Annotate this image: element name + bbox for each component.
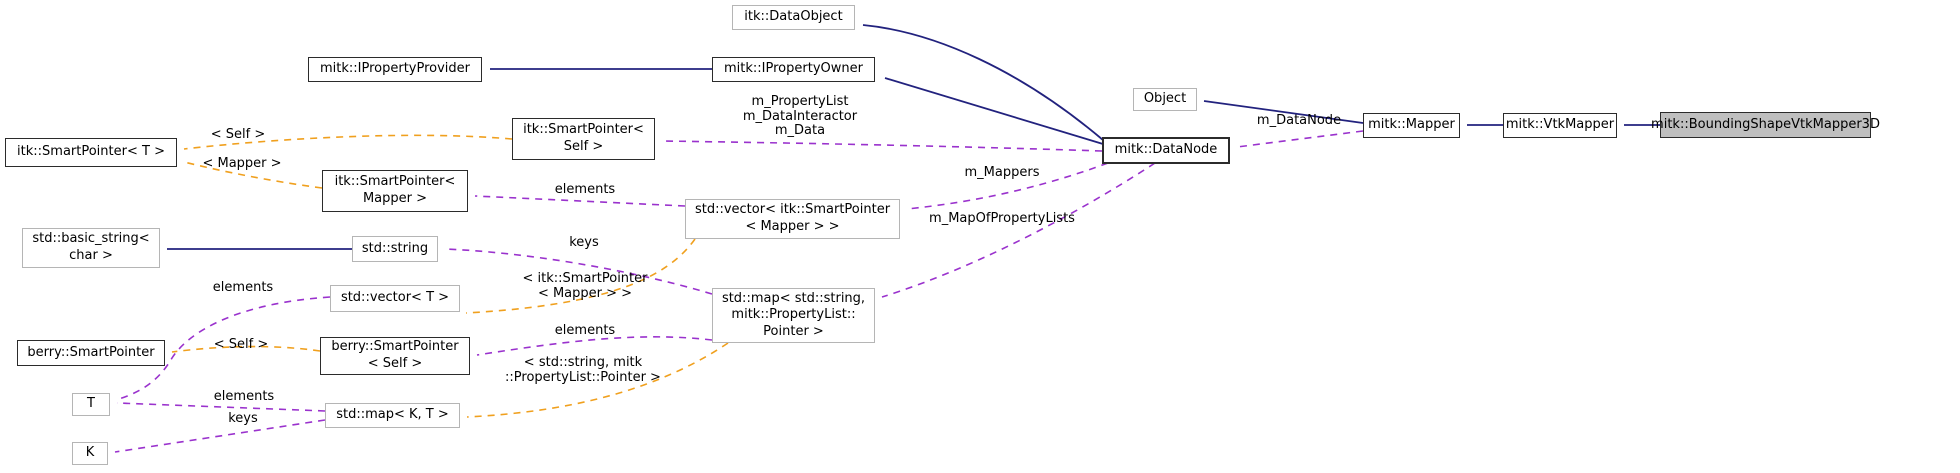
- edge-sp-self-instantiates-sp-t: [183, 134, 513, 150]
- class-node-smartpointer-mapper[interactable]: itk::SmartPointer< Mapper >: [322, 170, 468, 212]
- class-node-k[interactable]: K: [72, 442, 108, 465]
- edge-datanode-inherits-dataobject: [862, 24, 1104, 141]
- class-node-smartpointer-self[interactable]: itk::SmartPointer< Self >: [512, 118, 655, 160]
- edge-label-mapper-itk: < Mapper >: [202, 156, 282, 171]
- edge-label-m-mapofpropertylists: m_MapOfPropertyLists: [929, 211, 1075, 226]
- edge-map-instantiates-map-kt: [466, 342, 729, 418]
- edge-berry-sp-self-instantiates-berry-sp: [171, 345, 321, 353]
- edge-label-keys-map-string: keys: [569, 235, 599, 250]
- edge-mapper-inherits-object: [1203, 100, 1364, 124]
- edge-datanode-member-sp-self: [661, 140, 1103, 152]
- class-node-map-k-t[interactable]: std::map< K, T >: [325, 403, 460, 428]
- edge-map-elements-berry-sp-self: [476, 336, 713, 356]
- class-node-object[interactable]: Object: [1133, 88, 1197, 111]
- class-node-ipropertyowner[interactable]: mitk::IPropertyOwner: [712, 57, 875, 82]
- class-node-smartpointer-t[interactable]: itk::SmartPointer< T >: [5, 138, 177, 167]
- class-node-basic-string[interactable]: std::basic_string< char >: [22, 228, 160, 268]
- edge-label-self-berry: < Self >: [213, 337, 269, 352]
- class-node-vtkmapper[interactable]: mitk::VtkMapper: [1503, 113, 1617, 138]
- class-node-datanode[interactable]: mitk::DataNode: [1102, 137, 1230, 164]
- edge-label-inst-vector: < itk::SmartPointer < Mapper > >: [522, 271, 648, 301]
- edge-label-inst-map: < std::string, mitk ::PropertyList::Poin…: [505, 355, 661, 385]
- edge-sp-mapper-instantiates-sp-t: [183, 161, 323, 189]
- edge-label-elements-vector-mapper: elements: [554, 182, 616, 197]
- edge-datanode-inherits-ipropertyowner: [884, 77, 1104, 145]
- edge-label-datanode-members: m_PropertyList m_DataInteractor m_Data: [742, 94, 858, 139]
- edge-label-elements-map-string: elements: [554, 323, 616, 338]
- class-node-ipropertyprovider[interactable]: mitk::IPropertyProvider: [308, 57, 482, 82]
- class-node-mapper[interactable]: mitk::Mapper: [1363, 113, 1460, 138]
- class-node-map-string-propertylist[interactable]: std::map< std::string, mitk::PropertyLis…: [712, 288, 875, 343]
- edge-mapper-member-datanode: [1236, 130, 1364, 148]
- class-node-berry-smartpointer-self[interactable]: berry::SmartPointer < Self >: [320, 337, 470, 375]
- class-node-itk-dataobject[interactable]: itk::DataObject: [732, 5, 855, 30]
- class-node-berry-smartpointer[interactable]: berry::SmartPointer: [17, 340, 165, 366]
- edge-vector-instantiates-vector-t: [465, 238, 696, 314]
- edge-map-kt-keys-k: [114, 419, 326, 453]
- edge-label-elements-map-kt: elements: [213, 389, 275, 404]
- class-node-string[interactable]: std::string: [352, 236, 438, 262]
- class-node-vector-smartpointer-mapper[interactable]: std::vector< itk::SmartPointer < Mapper …: [685, 199, 900, 239]
- edge-label-keys-map-kt: keys: [228, 411, 258, 426]
- edge-label-self-itk: < Self >: [210, 127, 266, 142]
- edge-datanode-member-vector-mappers: [906, 162, 1109, 210]
- edge-map-kt-elements-t: [116, 402, 326, 412]
- edge-label-m-datanode: m_DataNode: [1256, 113, 1342, 128]
- edge-vector-elements-sp-mapper: [474, 195, 686, 207]
- class-node-t[interactable]: T: [72, 393, 110, 416]
- class-node-boundingshapevtkmapper3d: mitk::BoundingShapeVtkMapper3D: [1651, 112, 1880, 138]
- class-node-vector-t[interactable]: std::vector< T >: [330, 285, 460, 312]
- edge-label-elements-vector-t: elements: [212, 280, 274, 295]
- edge-datanode-member-map-propertylists: [881, 162, 1156, 298]
- edge-label-m-mappers: m_Mappers: [964, 165, 1040, 180]
